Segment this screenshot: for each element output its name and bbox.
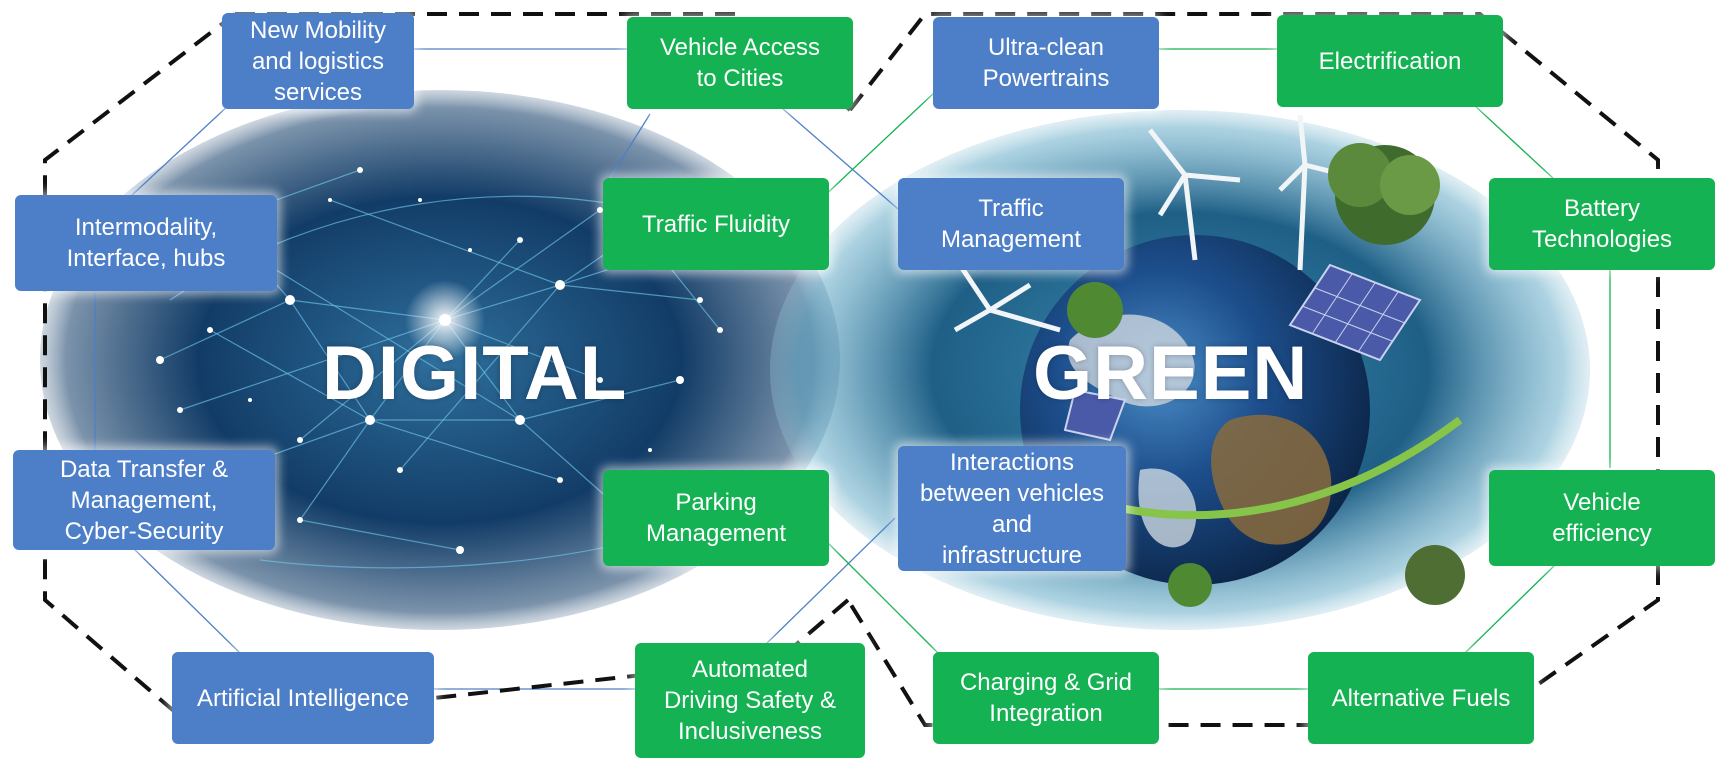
- box-parking-management[interactable]: Parking Management: [603, 470, 829, 566]
- box-automated-driving-label: Automated Driving Safety & Inclusiveness: [663, 656, 837, 745]
- box-intermodality-label: Intermodality, Interface, hubs: [66, 214, 226, 272]
- box-artificial-intelligence[interactable]: Artificial Intelligence: [172, 652, 434, 744]
- connector-lines: [94, 48, 1611, 690]
- box-alternative-fuels-label: Alternative Fuels: [1331, 684, 1511, 712]
- box-vehicle-access-label: Vehicle Access to Cities: [659, 34, 821, 92]
- box-vehicle-access[interactable]: Vehicle Access to Cities: [627, 17, 853, 109]
- box-new-mobility-label: New Mobility and logistics services: [249, 16, 387, 106]
- solar-panel: [1288, 263, 1422, 362]
- box-alternative-fuels[interactable]: Alternative Fuels: [1308, 652, 1534, 744]
- box-traffic-management-label: Traffic Management: [940, 195, 1082, 253]
- box-automated-driving[interactable]: Automated Driving Safety & Inclusiveness: [635, 643, 865, 758]
- box-data-transfer[interactable]: Data Transfer & Management, Cyber-Securi…: [13, 450, 275, 550]
- box-new-mobility[interactable]: New Mobility and logistics services: [222, 13, 414, 109]
- box-battery-technologies-label: Battery Technologies: [1531, 195, 1673, 253]
- box-ultra-clean-powertrains[interactable]: Ultra-clean Powertrains: [933, 17, 1159, 109]
- box-electrification-label: Electrification: [1318, 47, 1462, 75]
- box-traffic-fluidity-label: Traffic Fluidity: [641, 210, 791, 238]
- box-parking-management-label: Parking Management: [645, 489, 787, 547]
- box-interactions[interactable]: Interactions between vehicles and infras…: [898, 446, 1126, 571]
- box-traffic-fluidity[interactable]: Traffic Fluidity: [603, 178, 829, 270]
- box-artificial-intelligence-label: Artificial Intelligence: [196, 684, 410, 712]
- green-heading: GREEN: [1033, 331, 1309, 416]
- wind-turbines: [953, 114, 1346, 333]
- box-intermodality[interactable]: Intermodality, Interface, hubs: [15, 195, 277, 291]
- box-interactions-label: Interactions between vehicles and infras…: [919, 448, 1105, 569]
- box-traffic-management[interactable]: Traffic Management: [898, 178, 1124, 270]
- box-battery-technologies[interactable]: Battery Technologies: [1489, 178, 1715, 270]
- box-data-transfer-label: Data Transfer & Management, Cyber-Securi…: [59, 455, 229, 545]
- box-vehicle-efficiency[interactable]: Vehicle efficiency: [1489, 470, 1715, 566]
- box-charging-grid-label: Charging & Grid Integration: [959, 669, 1133, 727]
- box-charging-grid[interactable]: Charging & Grid Integration: [933, 652, 1159, 744]
- box-vehicle-efficiency-label: Vehicle efficiency: [1552, 489, 1652, 547]
- box-electrification[interactable]: Electrification: [1277, 15, 1503, 107]
- box-ultra-clean-powertrains-label: Ultra-clean Powertrains: [982, 34, 1110, 92]
- digital-heading: DIGITAL: [322, 331, 628, 416]
